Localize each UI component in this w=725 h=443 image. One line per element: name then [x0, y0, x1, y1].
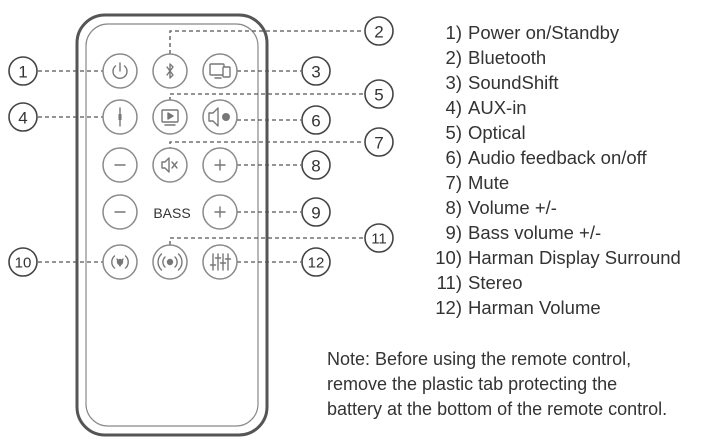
legend-number: 11)	[436, 272, 462, 293]
volume-plus-icon	[214, 159, 226, 171]
legend-number: 2)	[445, 47, 462, 68]
callout-number-1: 1	[18, 63, 27, 82]
legend-text: Mute	[468, 172, 510, 193]
callout-circle-3	[301, 56, 331, 86]
callout-circle-10	[8, 247, 38, 277]
legend-item: 1) Power on/Standby	[418, 20, 681, 45]
legend-number: 7)	[445, 172, 462, 193]
legend-item: 8) Volume +/-	[418, 195, 681, 220]
bluetooth-icon	[166, 63, 174, 79]
soundshift-button[interactable]	[202, 53, 238, 89]
legend-number: 12)	[435, 297, 462, 318]
callout-circle-2	[364, 16, 394, 46]
callout-number-12: 12	[308, 255, 325, 272]
callout-number-10: 10	[15, 255, 32, 272]
legend-text: Bass volume +/-	[468, 222, 602, 243]
callout-circle-11	[364, 223, 394, 253]
callout-number-7: 7	[374, 134, 383, 153]
callout-circle-7	[364, 127, 394, 157]
legend-text: Harman Display Surround	[468, 247, 681, 268]
callout-number-8: 8	[311, 157, 320, 176]
note-line: Note: Before using the remote control,	[327, 349, 632, 369]
callout-circle-1	[8, 56, 38, 86]
legend-number: 9)	[445, 222, 462, 243]
legend-text: Stereo	[468, 272, 523, 293]
callout-circle-4	[8, 102, 38, 132]
legend-text: Volume +/-	[468, 197, 557, 218]
legend-item: 12) Harman Volume	[418, 295, 681, 320]
legend-text: AUX-in	[468, 97, 527, 118]
callout-number-4: 4	[18, 109, 27, 128]
callout-number-11: 11	[371, 231, 387, 248]
button-legend: 1) Power on/Standby 2) Bluetooth 3) SoundSh…	[418, 20, 681, 320]
legend-text: Bluetooth	[468, 47, 547, 68]
callout-circle-9	[301, 197, 331, 227]
bass-label: BASS	[153, 205, 190, 221]
legend-text: SoundShift	[468, 72, 559, 93]
legend-number: 10)	[435, 247, 462, 268]
legend-text: Audio feedback on/off	[468, 147, 647, 168]
legend-item: 7) Mute	[418, 170, 681, 195]
aux-in-icon	[118, 107, 122, 127]
legend-text: Harman Volume	[468, 297, 601, 318]
callout-circle-6	[301, 105, 331, 135]
callout-number-9: 9	[311, 204, 320, 223]
optical-icon	[161, 109, 179, 126]
callout-number-2: 2	[374, 23, 383, 42]
callout-circle-5	[364, 79, 394, 109]
legend-item: 3) SoundShift	[418, 70, 681, 95]
bass-plus-icon	[214, 206, 226, 218]
callout-number-5: 5	[374, 86, 383, 105]
legend-number: 4)	[445, 97, 462, 118]
legend-item: 5) Optical	[418, 120, 681, 145]
legend-number: 6)	[445, 147, 462, 168]
audio-feedback-button[interactable]	[202, 99, 238, 135]
legend-number: 1)	[445, 22, 462, 43]
legend-item: 9) Bass volume +/-	[418, 220, 681, 245]
note-line: remove the plastic tab protecting the	[327, 374, 618, 394]
legend-text: Power on/Standby	[468, 22, 620, 43]
audio-feedback-icon	[208, 107, 230, 127]
leader-lines	[38, 30, 364, 263]
legend-text: Optical	[468, 122, 526, 143]
legend-item: 10) Harman Display Surround	[418, 245, 681, 270]
legend-number: 3)	[445, 72, 462, 93]
power-icon	[112, 62, 128, 80]
note-line: battery at the bottom of the remote cont…	[327, 399, 668, 419]
legend-item: 6) Audio feedback on/off	[418, 145, 681, 170]
stereo-icon	[157, 253, 183, 271]
callout-circle-8	[301, 150, 331, 180]
note-text: Note: Before using the remote control, r…	[327, 347, 722, 422]
callout-circle-12	[301, 247, 331, 277]
legend-item: 11) Stereo	[418, 270, 681, 295]
surround-icon	[111, 255, 129, 269]
callout-number-6: 6	[311, 112, 320, 131]
harman-volume-icon	[209, 253, 232, 271]
legend-number: 5)	[445, 122, 462, 143]
mute-button[interactable]	[152, 147, 188, 183]
legend-number: 8)	[445, 197, 462, 218]
remote-inner-outline	[85, 23, 259, 427]
mute-icon	[161, 157, 178, 173]
legend-item: 2) Bluetooth	[418, 45, 681, 70]
harman-volume-button[interactable]	[202, 244, 238, 280]
callout-number-3: 3	[311, 63, 320, 82]
soundshift-icon	[209, 63, 231, 79]
legend-item: 4) AUX-in	[418, 95, 681, 120]
